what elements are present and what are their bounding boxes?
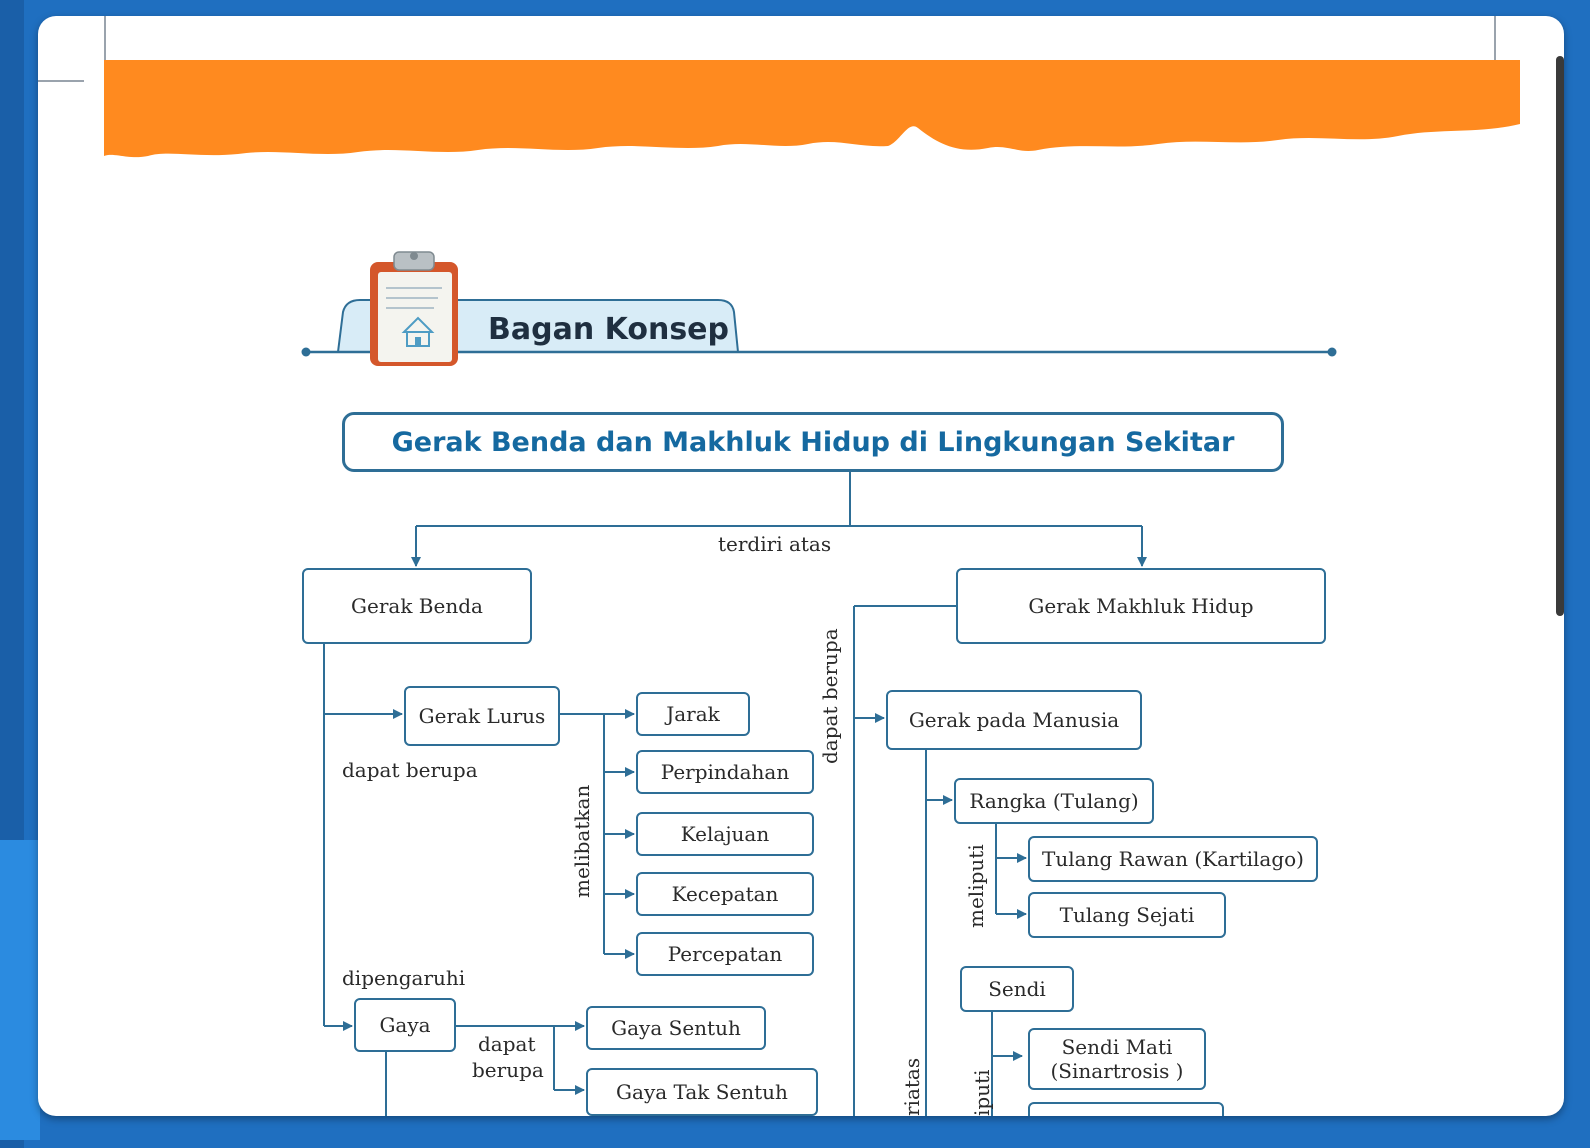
node-gaya-tak-sentuh: Gaya Tak Sentuh bbox=[586, 1068, 818, 1116]
background-panel bbox=[0, 840, 40, 1140]
label-terdiri-atas: terdiri atas bbox=[718, 532, 832, 556]
label-dapat-berupa-right: dapat berupa bbox=[818, 628, 842, 764]
label-dapat-berupa-left: dapat berupa bbox=[342, 758, 478, 782]
label-berupa: berupa bbox=[472, 1058, 544, 1082]
node-tulang-sejati: Tulang Sejati bbox=[1028, 892, 1226, 938]
node-gerak-lurus: Gerak Lurus bbox=[404, 686, 560, 746]
node-sendi-mati: Sendi Mati (Sinartrosis ) bbox=[1028, 1028, 1206, 1090]
node-jarak: Jarak bbox=[636, 692, 750, 736]
image-viewer-card: Bagan Konsep Gerak Benda dan Makhluk Hid… bbox=[38, 16, 1564, 1116]
page-edge-left bbox=[104, 16, 106, 64]
node-sendi-mati-line1: Sendi Mati bbox=[1061, 1035, 1173, 1059]
page-border-line bbox=[38, 80, 84, 82]
node-perpindahan: Perpindahan bbox=[636, 750, 814, 794]
node-gerak-makhluk-hidup: Gerak Makhluk Hidup bbox=[956, 568, 1326, 644]
node-gaya-sentuh: Gaya Sentuh bbox=[586, 1006, 766, 1050]
label-dapat: dapat bbox=[478, 1032, 536, 1056]
node-gerak-pada-manusia: Gerak pada Manusia bbox=[886, 690, 1142, 750]
scrollbar[interactable] bbox=[1556, 56, 1564, 616]
node-partial-bottom bbox=[1028, 1102, 1224, 1116]
node-sendi-mati-line2: (Sinartrosis ) bbox=[1050, 1059, 1184, 1083]
node-percepatan: Percepatan bbox=[636, 932, 814, 976]
node-gaya: Gaya bbox=[354, 998, 456, 1052]
node-kecepatan: Kecepatan bbox=[636, 872, 814, 916]
section-title: Bagan Konsep bbox=[488, 312, 729, 347]
label-iputi: iputi bbox=[970, 1069, 994, 1116]
node-sendi: Sendi bbox=[960, 966, 1074, 1012]
node-gerak-benda: Gerak Benda bbox=[302, 568, 532, 644]
node-rangka: Rangka (Tulang) bbox=[954, 778, 1154, 824]
label-meliputi: meliputi bbox=[964, 844, 988, 928]
page-edge-right bbox=[1494, 16, 1496, 64]
node-kelajuan: Kelajuan bbox=[636, 812, 814, 856]
label-riatas: riatas bbox=[900, 1057, 924, 1116]
node-tulang-rawan: Tulang Rawan (Kartilago) bbox=[1028, 836, 1318, 882]
concept-map-title: Gerak Benda dan Makhluk Hidup di Lingkun… bbox=[342, 412, 1284, 472]
label-dipengaruhi: dipengaruhi bbox=[342, 966, 466, 990]
connector-lines bbox=[323, 472, 1147, 1116]
label-melibatkan: melibatkan bbox=[570, 784, 594, 898]
